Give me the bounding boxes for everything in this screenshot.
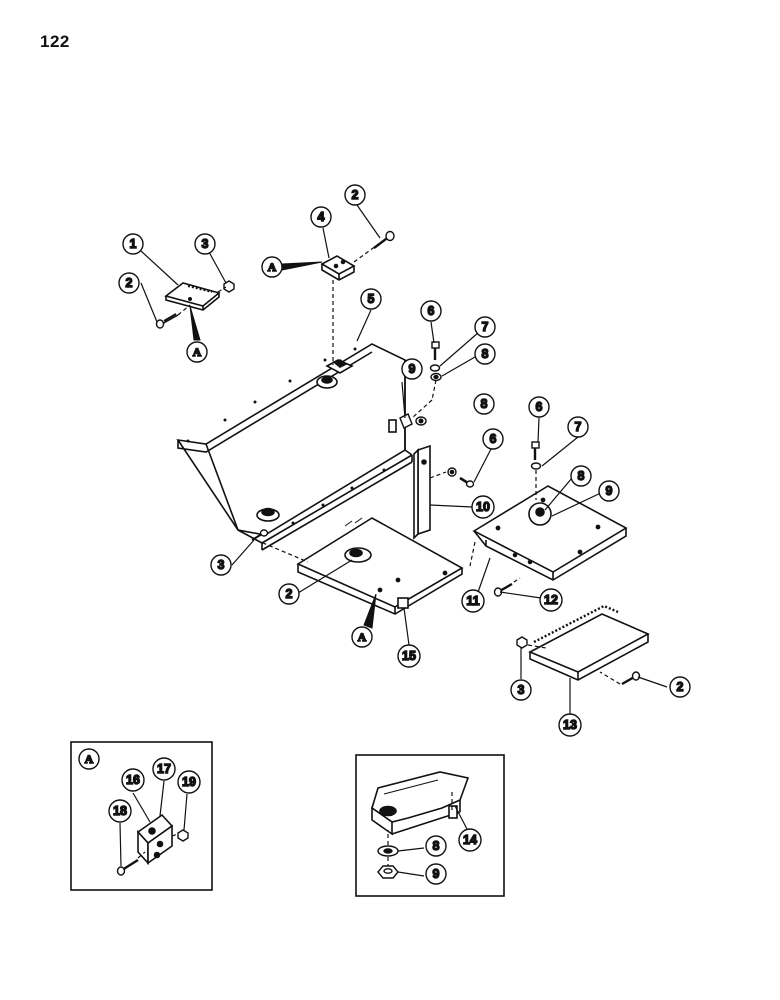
upper-panel-part xyxy=(176,343,413,551)
svg-text:3: 3 xyxy=(518,683,525,697)
callout-6-right: 6 xyxy=(528,396,550,418)
svg-text:18: 18 xyxy=(113,804,127,818)
callout-14: 14 xyxy=(458,828,482,852)
callout-1: 1 xyxy=(122,233,144,255)
svg-text:15: 15 xyxy=(402,649,416,663)
callout-8-mid: 8 xyxy=(473,393,495,415)
svg-text:14: 14 xyxy=(463,833,477,847)
svg-text:A: A xyxy=(85,752,94,766)
callout-19: 19 xyxy=(177,770,201,794)
callout-3-top: 3 xyxy=(194,233,216,255)
support-post-part xyxy=(413,444,431,540)
callout-2-mid: 2 xyxy=(278,583,300,605)
callout-2-lower: 2 xyxy=(669,676,691,698)
callout-2-left: 2 xyxy=(118,272,140,294)
svg-text:5: 5 xyxy=(368,292,375,306)
ref-a-detail-label: A xyxy=(78,748,100,770)
svg-text:2: 2 xyxy=(126,276,133,290)
callout-8-upper: 8 xyxy=(474,343,496,365)
pivot-bracket-part xyxy=(371,771,470,836)
leader-lines xyxy=(119,204,668,877)
callout-4: 4 xyxy=(310,206,332,228)
hinge-bracket-part xyxy=(136,813,174,866)
svg-text:8: 8 xyxy=(433,839,440,853)
svg-text:A: A xyxy=(358,630,367,644)
svg-text:9: 9 xyxy=(409,362,416,376)
svg-text:17: 17 xyxy=(157,762,171,776)
callout-6-mid: 6 xyxy=(482,428,504,450)
svg-text:10: 10 xyxy=(476,500,490,514)
svg-text:A: A xyxy=(268,260,277,274)
lower-plate-part xyxy=(296,517,464,615)
callout-15: 15 xyxy=(397,644,421,668)
svg-text:A: A xyxy=(193,345,202,359)
detail-box-bracket xyxy=(355,754,505,897)
callout-2-top: 2 xyxy=(344,184,366,206)
callout-5: 5 xyxy=(360,288,382,310)
svg-text:8: 8 xyxy=(578,469,585,483)
svg-text:2: 2 xyxy=(352,188,359,202)
assembly-lines xyxy=(137,245,621,866)
svg-text:13: 13 xyxy=(563,718,577,732)
callout-18: 18 xyxy=(108,799,132,823)
callout-12: 12 xyxy=(539,588,563,612)
svg-text:3: 3 xyxy=(218,558,225,572)
callout-10: 10 xyxy=(471,495,495,519)
right-plate-part xyxy=(472,485,628,581)
lower-right-plate-part xyxy=(528,604,650,681)
callout-13: 13 xyxy=(558,713,582,737)
callout-7-upper: 7 xyxy=(474,316,496,338)
svg-text:6: 6 xyxy=(428,304,435,318)
callout-8-right: 8 xyxy=(570,465,592,487)
callout-3-mid: 3 xyxy=(210,554,232,576)
svg-text:4: 4 xyxy=(318,210,325,224)
svg-text:11: 11 xyxy=(466,594,479,608)
svg-text:7: 7 xyxy=(482,320,489,334)
svg-text:8: 8 xyxy=(482,347,489,361)
svg-text:7: 7 xyxy=(575,420,582,434)
callout-9-box: 9 xyxy=(425,863,447,885)
svg-text:2: 2 xyxy=(286,587,293,601)
svg-text:12: 12 xyxy=(544,593,558,607)
callout-16: 16 xyxy=(121,768,145,792)
ref-a-near-part-1: A xyxy=(186,341,208,363)
callout-11: 11 xyxy=(461,589,485,613)
ref-a-near-part-4: A xyxy=(261,256,283,278)
svg-text:3: 3 xyxy=(202,237,209,251)
callout-3-lower: 3 xyxy=(510,679,532,701)
clamp-block-part xyxy=(320,255,356,281)
hardware-parts xyxy=(116,230,641,879)
svg-text:19: 19 xyxy=(182,775,196,789)
left-bracket-plate-part xyxy=(164,282,221,311)
callout-9-upper: 9 xyxy=(401,358,423,380)
svg-text:6: 6 xyxy=(490,432,497,446)
detail-box-a xyxy=(70,741,213,891)
ref-pointers xyxy=(189,261,377,629)
svg-text:8: 8 xyxy=(481,397,488,411)
callout-6-upper: 6 xyxy=(420,300,442,322)
page-number: 122 xyxy=(40,32,70,51)
callouts: 1 2 3 4 2 5 6 7 8 9 8 6 10 6 7 8 9 3 2 1… xyxy=(108,184,691,885)
svg-text:2: 2 xyxy=(677,680,684,694)
callout-8-box: 8 xyxy=(425,835,447,857)
callout-17: 17 xyxy=(152,757,176,781)
svg-text:1: 1 xyxy=(130,237,137,251)
callout-9-right: 9 xyxy=(598,480,620,502)
svg-text:9: 9 xyxy=(433,867,440,881)
ref-a-markers: A A A A xyxy=(78,256,373,770)
svg-text:9: 9 xyxy=(606,484,613,498)
svg-text:6: 6 xyxy=(536,400,543,414)
ref-a-near-part-15: A xyxy=(351,626,373,648)
svg-text:16: 16 xyxy=(126,773,140,787)
callout-7-right: 7 xyxy=(567,416,589,438)
